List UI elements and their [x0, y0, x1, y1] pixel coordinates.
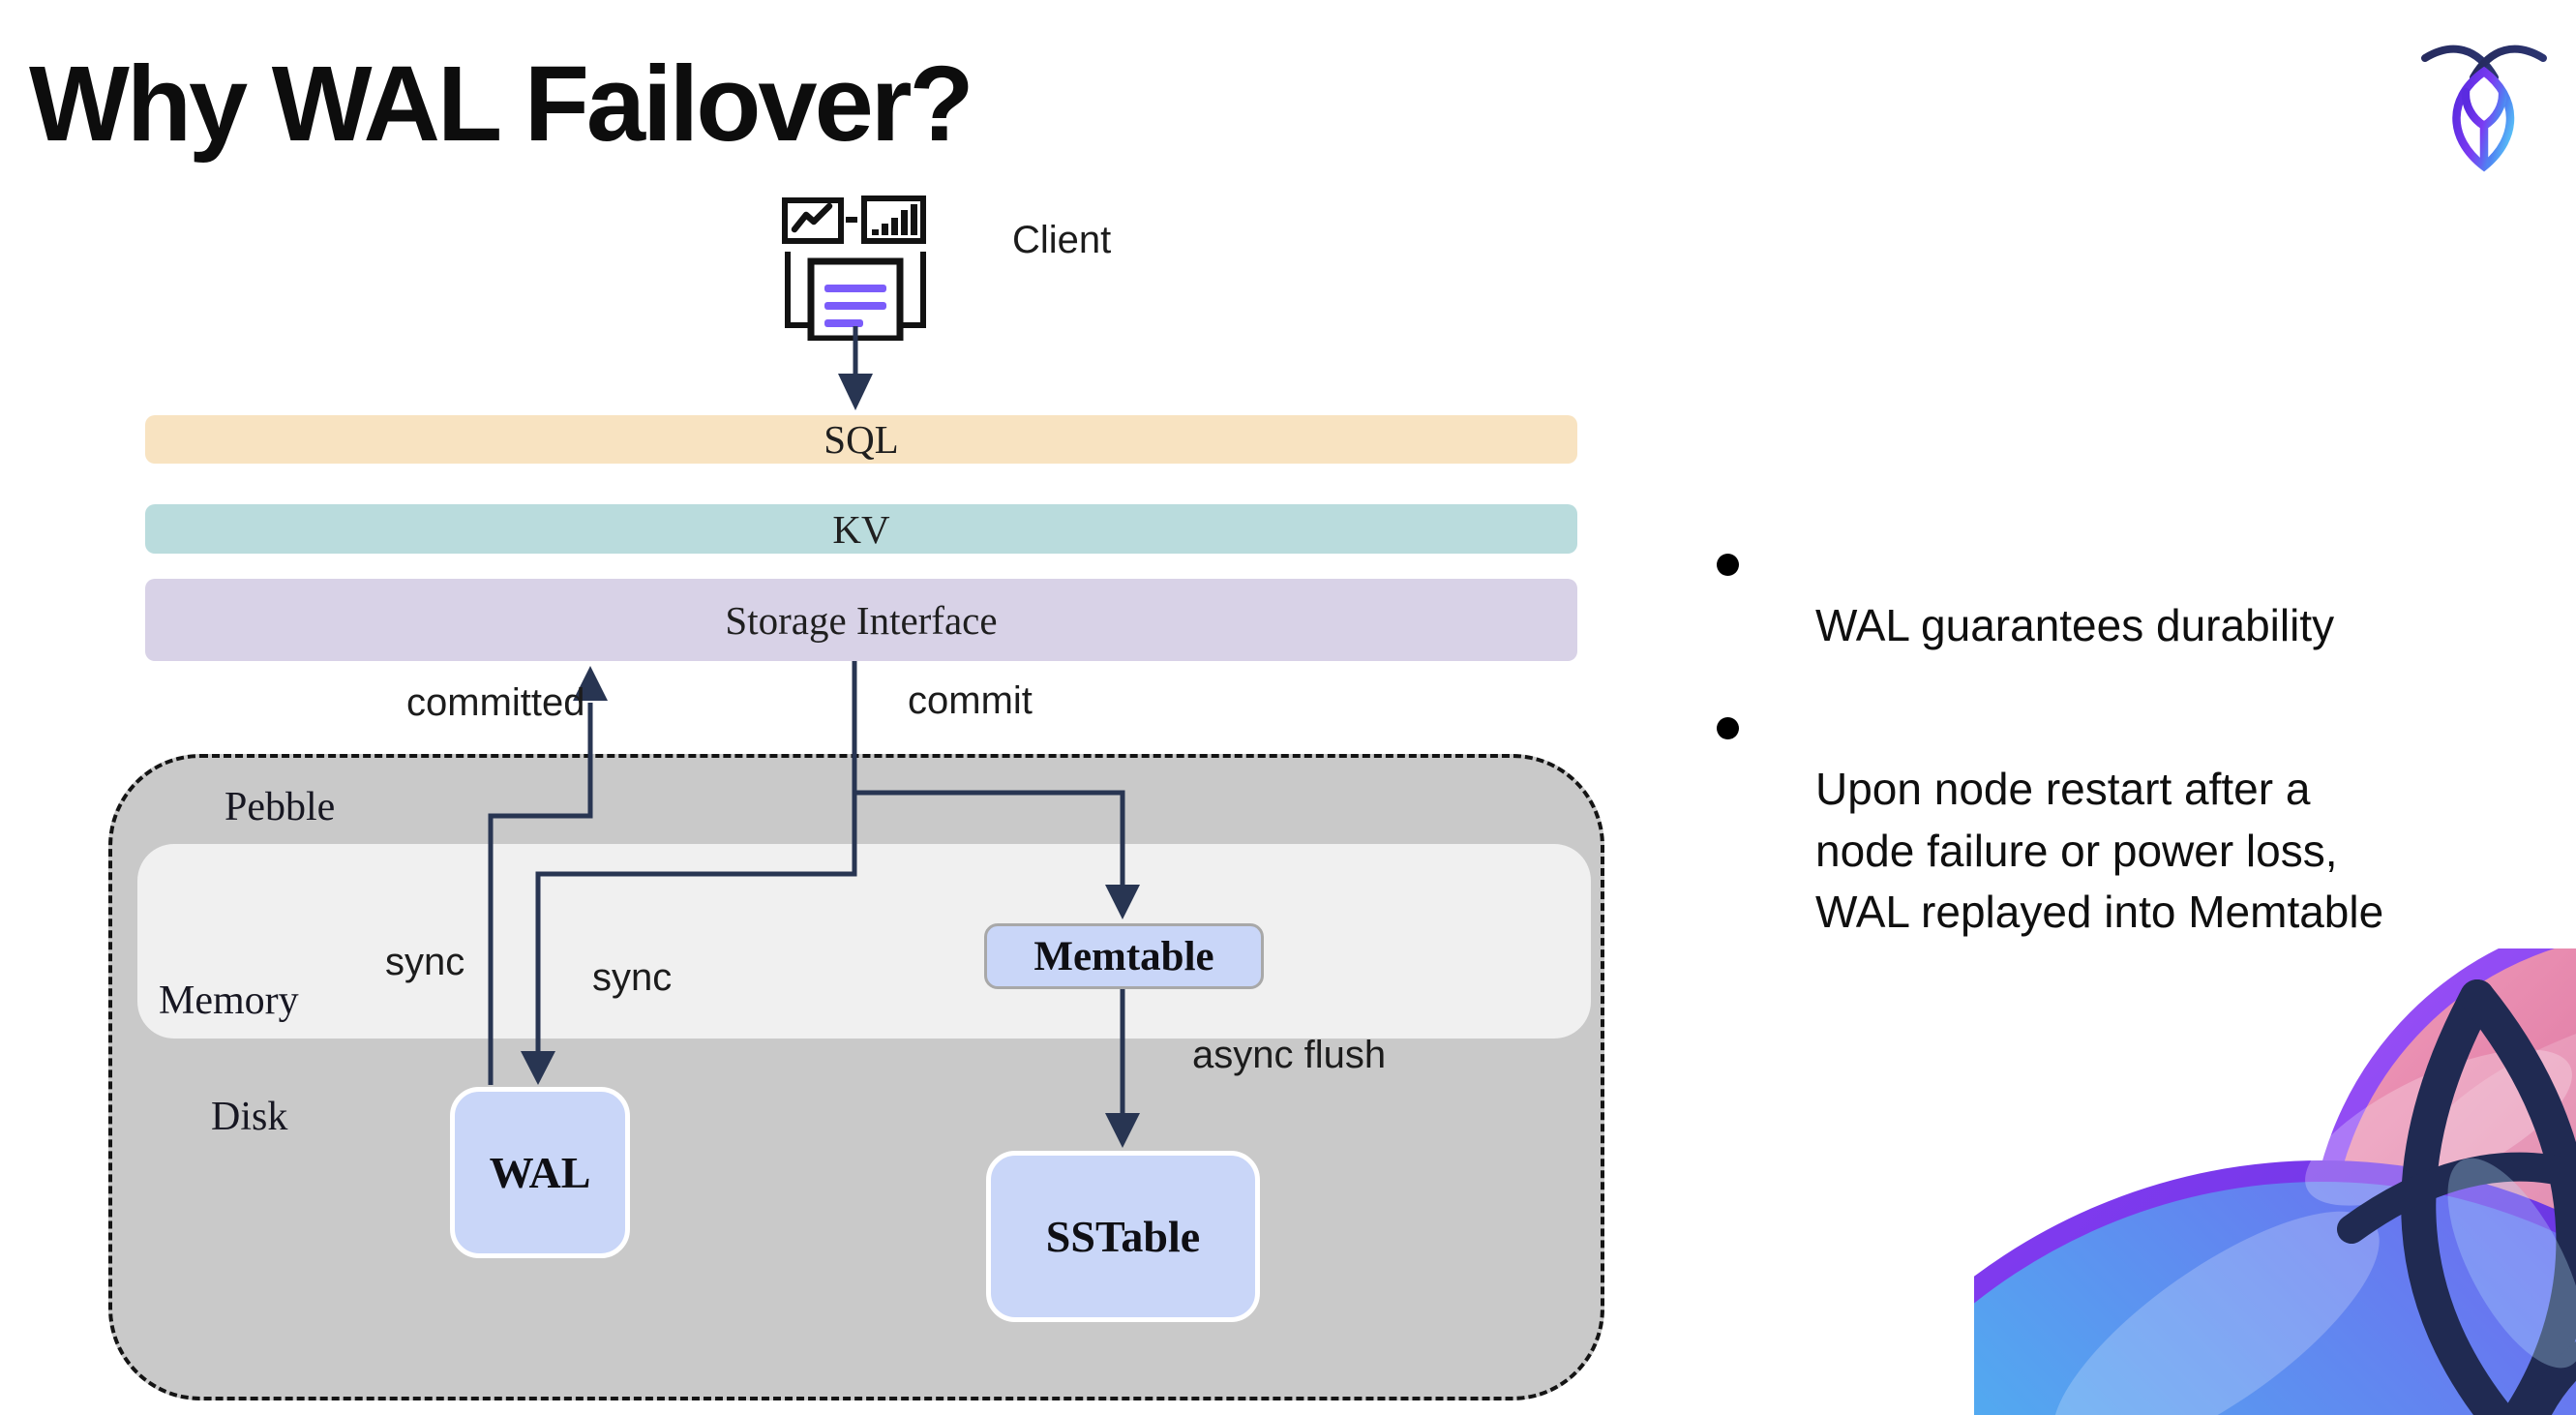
page-title: Why WAL Failover?: [29, 45, 974, 164]
list-item: WAL guarantees durability: [1715, 534, 2493, 657]
edge-label-committed: committed: [406, 681, 585, 724]
cockroachdb-logo-icon: [2421, 45, 2547, 172]
client-workstation-icon: [782, 196, 926, 341]
memory-region: [137, 844, 1591, 1039]
bullet-text: WAL guarantees durability: [1815, 600, 2335, 651]
edge-label-commit: commit: [908, 679, 1033, 722]
edge-label-async-flush: async flush: [1192, 1034, 1387, 1076]
edge-label-sync-left: sync: [385, 941, 465, 983]
pebble-label: Pebble: [225, 785, 336, 829]
disk-label: Disk: [211, 1095, 288, 1139]
bullet-dot-icon: [1717, 716, 1739, 739]
layer-kv: KV: [145, 504, 1577, 554]
layer-storage-interface: Storage Interface: [145, 579, 1577, 661]
node-wal: WAL: [450, 1087, 630, 1258]
node-sstable: SSTable: [986, 1151, 1260, 1322]
node-memtable: Memtable: [984, 923, 1264, 989]
edge-label-sync-right: sync: [592, 956, 673, 999]
list-item: Upon node restart after a node failure o…: [1715, 698, 2493, 944]
bullet-list: WAL guarantees durability Upon node rest…: [1715, 534, 2508, 984]
memory-label: Memory: [159, 978, 299, 1023]
cockroachdb-brand-art: [1974, 948, 2576, 1415]
bullet-text: Upon node restart after a node failure o…: [1815, 764, 2384, 938]
layer-sql: SQL: [145, 415, 1577, 464]
bullet-dot-icon: [1717, 554, 1739, 576]
client-label: Client: [1012, 219, 1112, 261]
